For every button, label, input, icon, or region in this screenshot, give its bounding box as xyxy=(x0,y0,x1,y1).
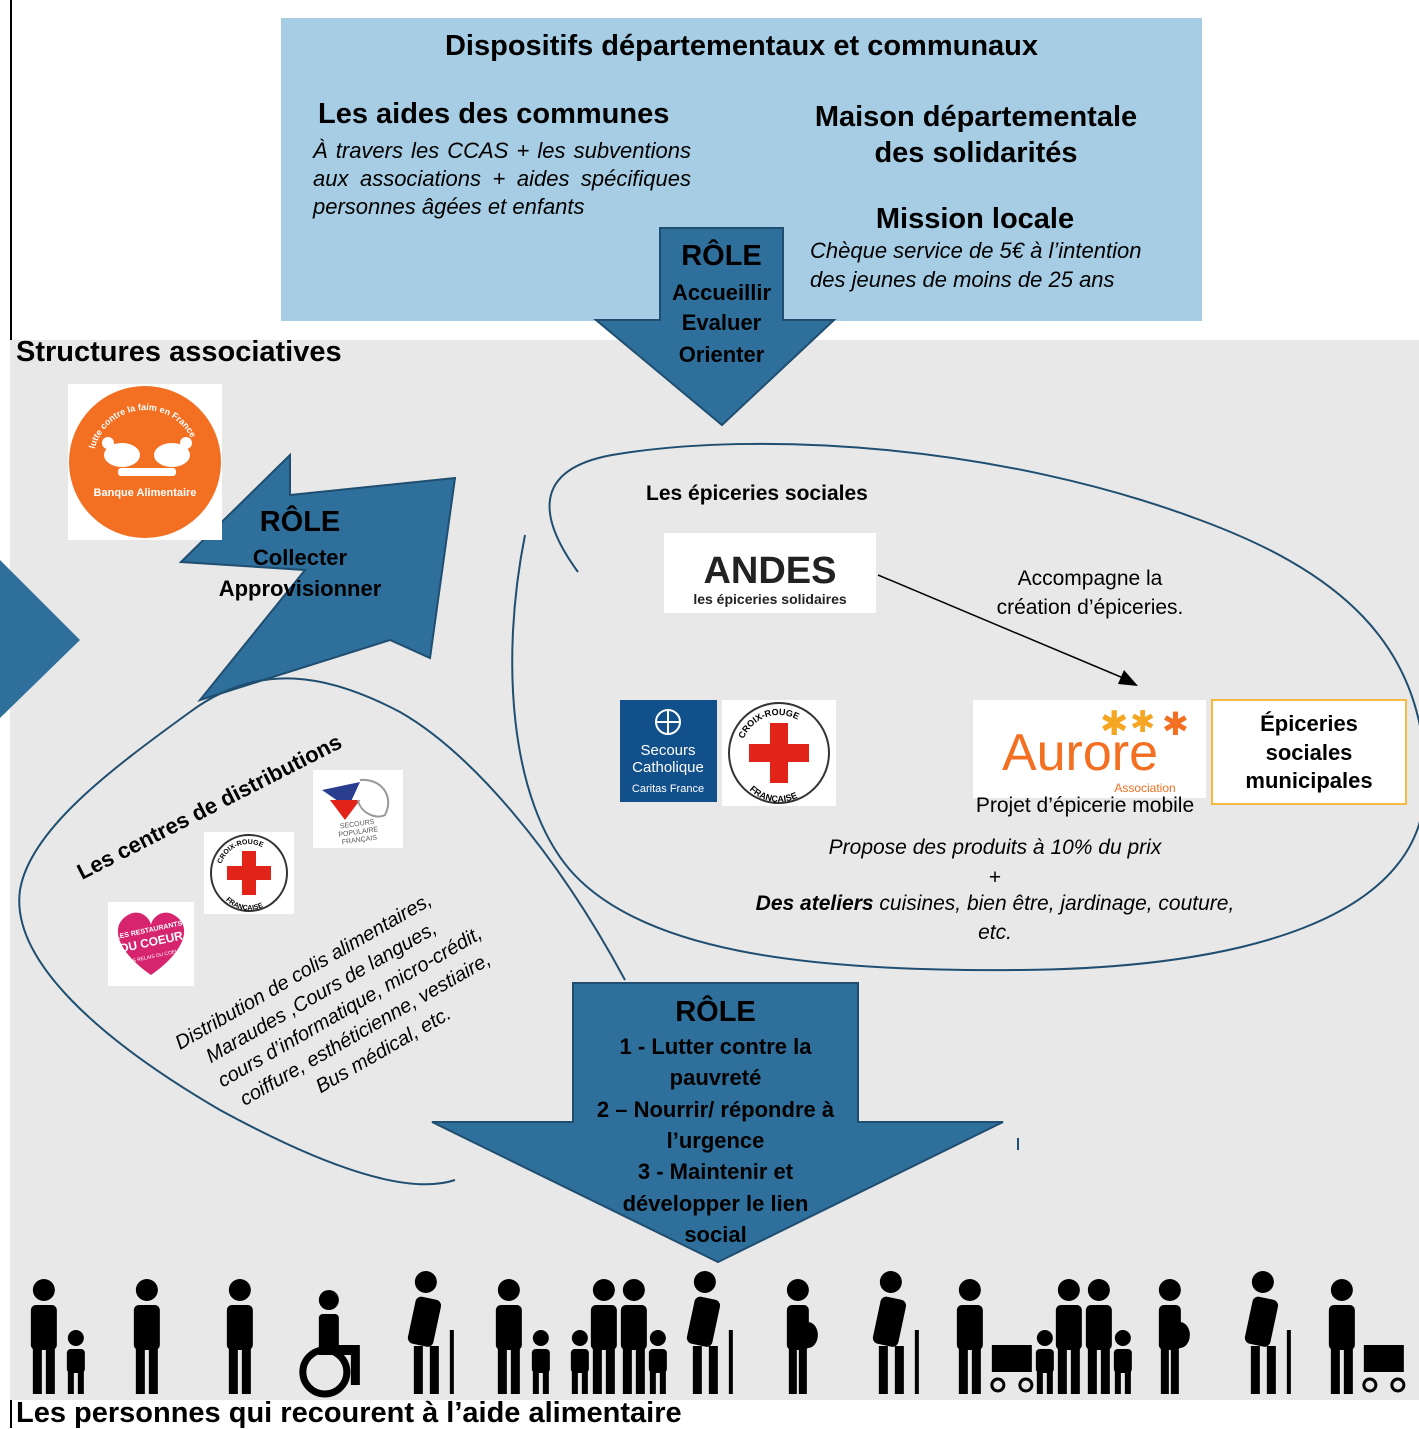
elderly-cane-icon xyxy=(872,1271,919,1394)
role-top-line-1: Accueillir xyxy=(671,280,772,305)
aurore-stars-icon: ✱ ✱ ✱ xyxy=(1100,704,1189,744)
projet-epicerie-mobile: Projet d’épicerie mobile xyxy=(975,794,1195,817)
secours-pop-line3: FRANÇAIS xyxy=(341,834,377,846)
communes-title: Les aides des communes xyxy=(318,98,670,130)
role-bottom-heading: RÔLE xyxy=(675,996,756,1028)
municipales-line1: Épiceries xyxy=(1260,711,1358,736)
accompagne-arrow-head xyxy=(1118,670,1138,686)
maison-title-line1: Maison départementale xyxy=(814,101,1138,133)
secours-pop-line1: SECOURS xyxy=(340,819,376,831)
elderly-cane-icon xyxy=(1244,1271,1291,1394)
people-silhouettes-row xyxy=(30,1271,1406,1398)
ateliers-etc: etc. xyxy=(978,921,1012,944)
role-bottom-arrow xyxy=(431,982,1004,1264)
svg-text:✱: ✱ xyxy=(1162,705,1189,743)
person-icon xyxy=(226,1279,253,1394)
parent-stroller-icon xyxy=(1328,1279,1406,1394)
mission-text-line1: Chèque service de 5€ à l’intention xyxy=(810,238,1142,263)
municipales-line3: municipales xyxy=(1245,768,1373,793)
maison-title-line2: des solidarités xyxy=(874,137,1078,169)
banque-name: Banque Alimentaire xyxy=(94,487,197,499)
centres-loop xyxy=(18,677,626,1186)
epiceries-loop xyxy=(511,442,1419,972)
role-left-heading: RÔLE xyxy=(259,506,341,538)
people-caption: Les personnes qui recourent à l’aide ali… xyxy=(16,1397,682,1429)
svg-text:✱: ✱ xyxy=(1130,705,1155,740)
elderly-cane-icon xyxy=(407,1271,454,1394)
accompagne-line1: Accompagne la xyxy=(1017,567,1163,590)
pregnant-woman-icon xyxy=(1158,1279,1190,1394)
centres-services-text: Distribution de colis alimentaires, Mara… xyxy=(172,889,495,1110)
communes-text: À travers les CCAS + les subventions aux… xyxy=(313,138,691,219)
role-bottom-line-5: 3 - Maintenir et xyxy=(637,1159,794,1184)
svg-text:✱: ✱ xyxy=(1100,704,1129,744)
secours-cross-icon xyxy=(655,709,681,735)
municipales-line2: sociales xyxy=(1265,740,1353,765)
banque-birds-icon xyxy=(102,437,192,476)
aurore-logo-bg xyxy=(973,700,1206,798)
ateliers-bold: Des ateliers xyxy=(755,892,874,915)
mission-text-line2: des jeunes de moins de 25 ans xyxy=(810,267,1115,292)
left-edge-arrow xyxy=(0,560,80,718)
role-bottom-line-3: 2 – Nourrir/ répondre à xyxy=(596,1097,835,1122)
propose-text: Propose des produits à 10% du prix xyxy=(828,836,1162,859)
person-icon xyxy=(133,1279,160,1394)
epiceries-municipales-box xyxy=(1211,699,1407,805)
andes-logo-bg xyxy=(664,533,876,613)
dispositifs-title: Dispositifs départementaux et communaux xyxy=(444,30,1039,62)
ateliers-rest: cuisines, bien être, jardinage, couture, xyxy=(873,892,1235,915)
family-icon xyxy=(1035,1279,1132,1394)
andes-sub: les épiceries solidaires xyxy=(693,591,847,607)
structures-associatives-title: Structures associatives xyxy=(16,336,342,368)
role-bottom-line-6: développer le lien xyxy=(622,1191,809,1216)
parent-child-icon xyxy=(495,1279,550,1394)
role-left-line-2: Approvisionner xyxy=(218,576,382,601)
wheelchair-icon xyxy=(299,1290,360,1398)
secours-line1: Secours xyxy=(640,742,695,759)
role-bottom-line-7: social xyxy=(684,1222,747,1247)
role-left-line-1: Collecter xyxy=(252,545,348,570)
role-bottom-line-1: 1 - Lutter contre la xyxy=(619,1034,812,1059)
aurore-name: Aurore xyxy=(1002,724,1158,782)
secours-line3: Caritas France xyxy=(632,783,704,795)
aurore-sub: Association xyxy=(1114,781,1175,795)
banque-logo-circle xyxy=(69,386,221,538)
mission-title: Mission locale xyxy=(875,203,1075,235)
role-top-line-2: Evaluer xyxy=(681,310,762,335)
plus-sign: + xyxy=(988,866,1002,889)
pregnant-woman-icon xyxy=(786,1279,818,1394)
role-top-heading: RÔLE xyxy=(681,240,762,272)
restos-heart-icon xyxy=(117,912,185,975)
role-bottom-line-2: pauvreté xyxy=(669,1065,762,1090)
andes-name: ANDES xyxy=(703,550,836,592)
elderly-cane-icon xyxy=(686,1271,733,1394)
accompagne-arrow-line xyxy=(877,574,1129,681)
role-top-line-3: Orienter xyxy=(678,342,765,367)
role-bottom-line-4: l’urgence xyxy=(666,1128,765,1153)
secours-line2: Catholique xyxy=(632,759,704,776)
parent-stroller-icon xyxy=(956,1279,1034,1394)
ateliers-text: Des ateliers cuisines, bien être, jardin… xyxy=(700,892,1290,916)
family-icon xyxy=(570,1279,667,1394)
role-top-arrow xyxy=(593,227,837,427)
secours-populaire-hand-icon xyxy=(322,778,390,820)
parent-child-icon xyxy=(30,1279,85,1394)
epiceries-title: Les épiceries sociales xyxy=(646,482,868,505)
role-left-arrow xyxy=(178,452,457,702)
accompagne-line2: création d’épiceries. xyxy=(996,596,1184,619)
